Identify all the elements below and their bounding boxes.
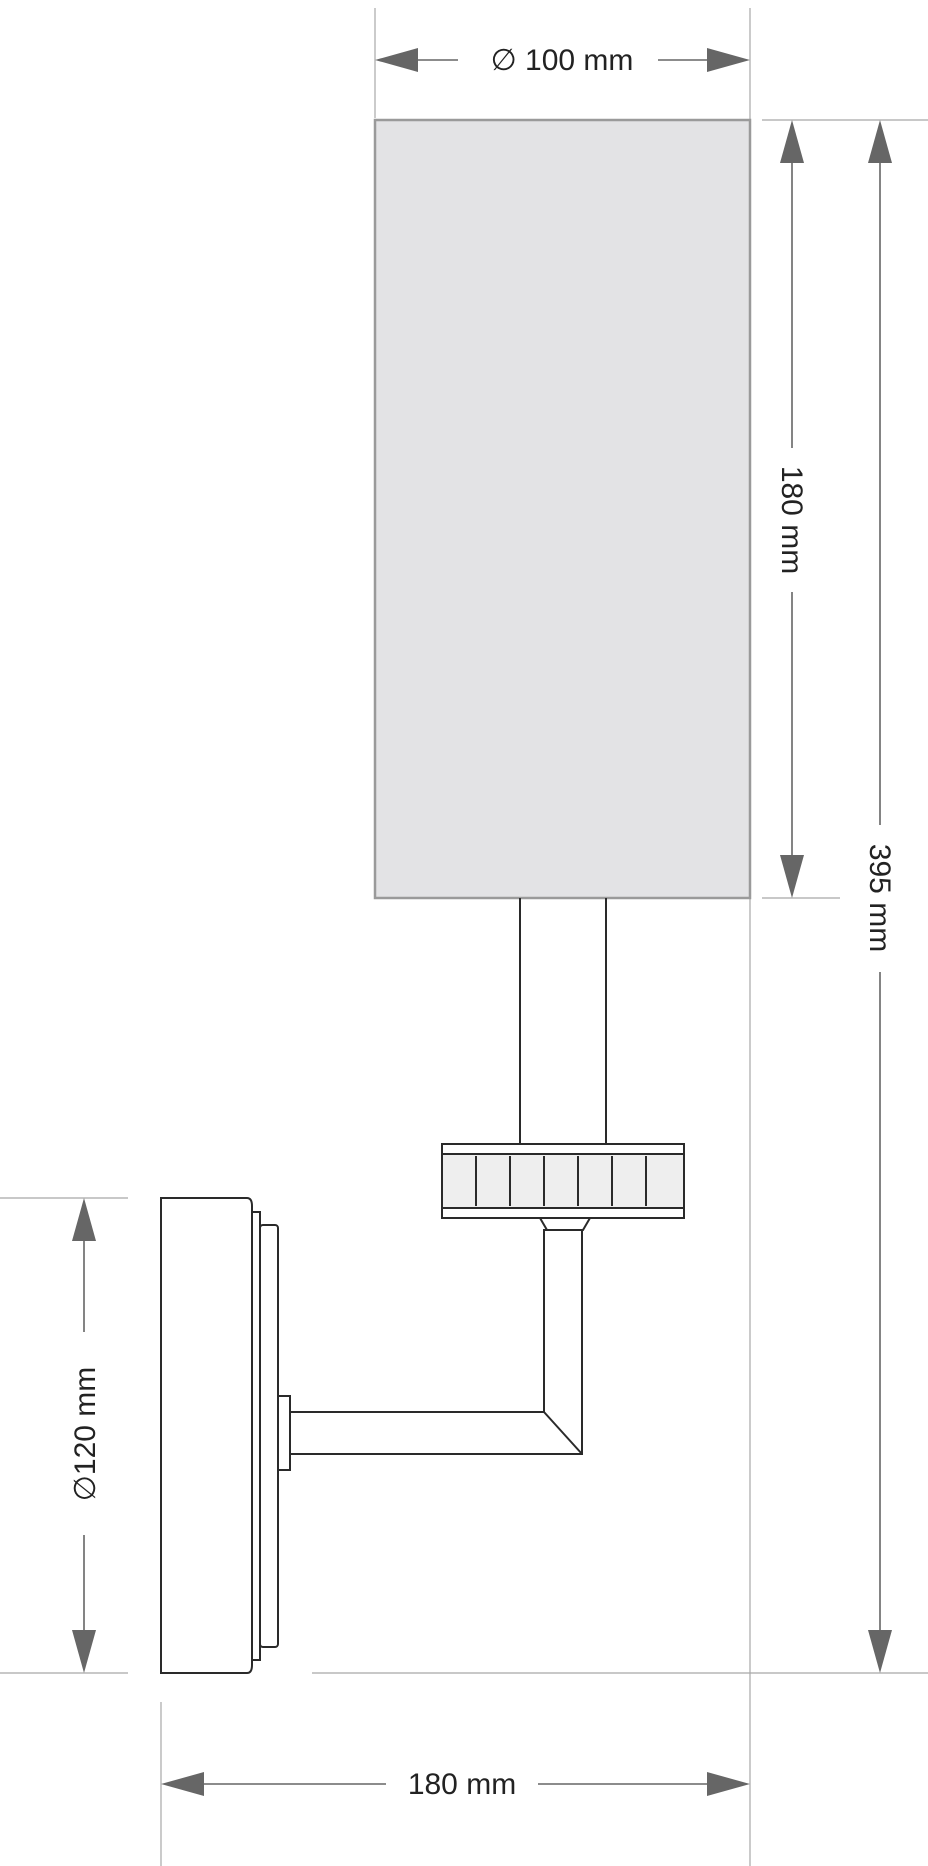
dimension-shade-height: 180 mm bbox=[775, 120, 808, 898]
lamp-stem bbox=[519, 898, 607, 1146]
crystal-ring bbox=[441, 1143, 685, 1219]
wall-backplate bbox=[160, 1197, 291, 1674]
shade-diameter-label: ∅ 100 mm bbox=[491, 44, 634, 77]
dimension-projection: 180 mm bbox=[161, 1768, 750, 1801]
dimension-backplate-diameter: ∅120 mm bbox=[69, 1198, 102, 1673]
shade-height-label: 180 mm bbox=[775, 466, 808, 574]
total-height-label: 395 mm bbox=[863, 844, 896, 952]
lamp-shade bbox=[373, 118, 752, 900]
lamp-arm bbox=[289, 1217, 592, 1455]
backplate-diameter-label: ∅120 mm bbox=[69, 1367, 102, 1502]
dimension-total-height: 395 mm bbox=[863, 120, 896, 1673]
projection-label: 180 mm bbox=[408, 1768, 516, 1801]
dimension-shade-diameter: ∅ 100 mm bbox=[375, 44, 750, 77]
